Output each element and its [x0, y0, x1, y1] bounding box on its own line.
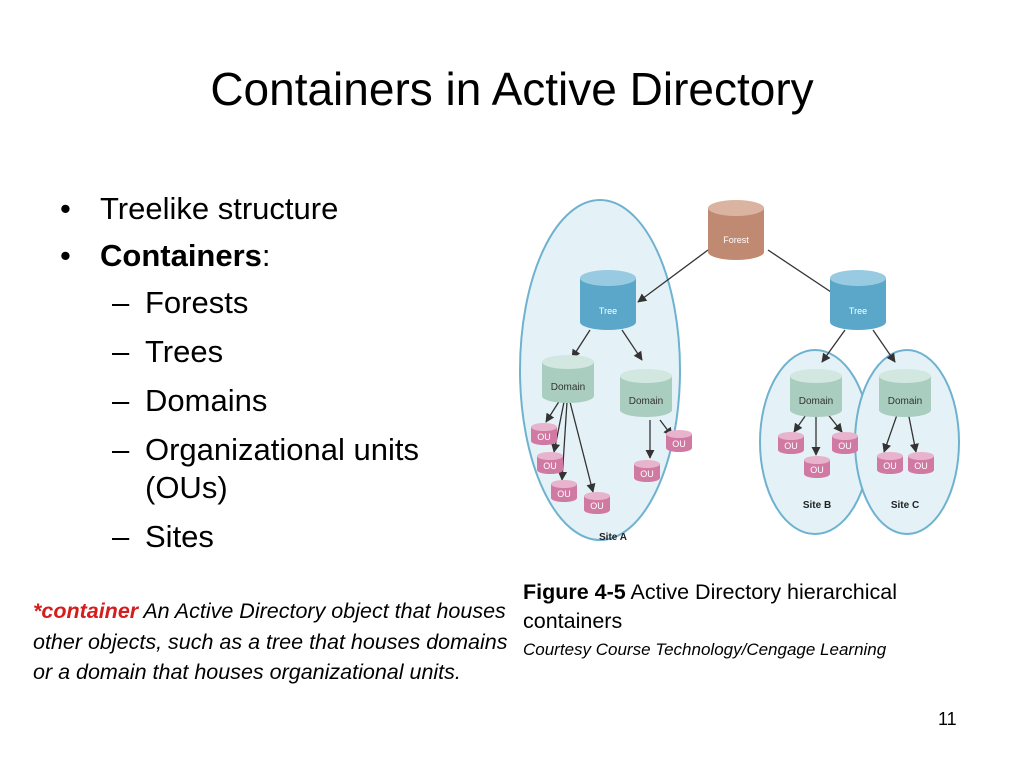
- svg-text:OU: OU: [557, 489, 571, 499]
- ou-node: OU: [804, 456, 830, 478]
- svg-text:Tree: Tree: [599, 306, 617, 316]
- site-c-label: Site C: [891, 500, 919, 511]
- svg-text:OU: OU: [543, 461, 557, 471]
- domain-node-b: Domain: [790, 369, 842, 417]
- ou-node: OU: [531, 423, 557, 445]
- note-term: *container: [33, 599, 139, 623]
- connector-arrows: [545, 249, 919, 493]
- site-a-label: Site A: [599, 532, 627, 543]
- svg-text:OU: OU: [537, 432, 551, 442]
- svg-text:OU: OU: [883, 461, 897, 471]
- sub-bullet-item: –Organizational units(OUs): [112, 432, 419, 505]
- ou-node: OU: [832, 432, 858, 454]
- tree-node-left: Tree: [580, 270, 636, 330]
- figure-credit: Courtesy Course Technology/Cengage Learn…: [523, 640, 887, 659]
- svg-text:OU: OU: [810, 465, 824, 475]
- ou-node: OU: [634, 460, 660, 482]
- svg-text:OU: OU: [784, 441, 798, 451]
- note-definition: An Active Directory object that houses o…: [33, 599, 508, 684]
- bullet-item: •Containers:: [60, 238, 271, 273]
- ad-hierarchy-diagram: Forest Tree Tree Domain Domain Domain Do…: [519, 199, 960, 543]
- domain-node-a1: Domain: [542, 355, 594, 403]
- svg-text:OU: OU: [838, 441, 852, 451]
- sub-bullet-item: –Domains: [112, 383, 268, 418]
- sub-bullet-item: –Trees: [112, 334, 224, 369]
- domain-node-a2: Domain: [620, 369, 672, 417]
- svg-text:OU: OU: [672, 439, 686, 449]
- figure-caption-text: Active Directory hierarchical containers: [523, 580, 897, 633]
- svg-text:Domain: Domain: [888, 396, 922, 407]
- svg-text:Tree: Tree: [849, 306, 867, 316]
- svg-text:Domain: Domain: [629, 396, 663, 407]
- ou-node: OU: [778, 432, 804, 454]
- ou-node: OU: [551, 480, 577, 502]
- tree-node-right: Tree: [830, 270, 886, 330]
- bullet-list: •Treelike structure •Containers: –Forest…: [60, 190, 419, 567]
- ou-node: OU: [537, 452, 563, 474]
- sub-bullet-item: –Forests: [112, 285, 249, 320]
- forest-node: Forest: [708, 200, 764, 260]
- sub-bullet-item: –Sites: [112, 519, 214, 554]
- figure-caption: Figure 4-5 Active Directory hierarchical…: [523, 578, 993, 636]
- domain-node-c: Domain: [879, 369, 931, 417]
- container-definition-note: *container An Active Directory object th…: [33, 596, 508, 688]
- ou-node: OU: [877, 452, 903, 474]
- svg-text:Forest: Forest: [723, 235, 749, 245]
- svg-text:OU: OU: [590, 501, 604, 511]
- svg-text:OU: OU: [640, 469, 654, 479]
- ou-nodes: OU OU OU OU OU OU OU OU OU OU OU: [531, 423, 934, 514]
- bullet-item: •Treelike structure: [60, 190, 419, 237]
- svg-text:Domain: Domain: [551, 382, 585, 393]
- bullet-text-bold: Containers: [100, 238, 262, 273]
- svg-text:OU: OU: [914, 461, 928, 471]
- slide-title: Containers in Active Directory: [210, 63, 814, 115]
- page-number: 11: [938, 709, 957, 729]
- ou-node: OU: [666, 430, 692, 452]
- site-b-label: Site B: [803, 500, 831, 511]
- figure-label: Figure 4-5: [523, 580, 626, 604]
- bullet-text: Treelike structure: [100, 191, 339, 226]
- svg-text:Domain: Domain: [799, 396, 833, 407]
- ou-node: OU: [584, 492, 610, 514]
- ou-node: OU: [908, 452, 934, 474]
